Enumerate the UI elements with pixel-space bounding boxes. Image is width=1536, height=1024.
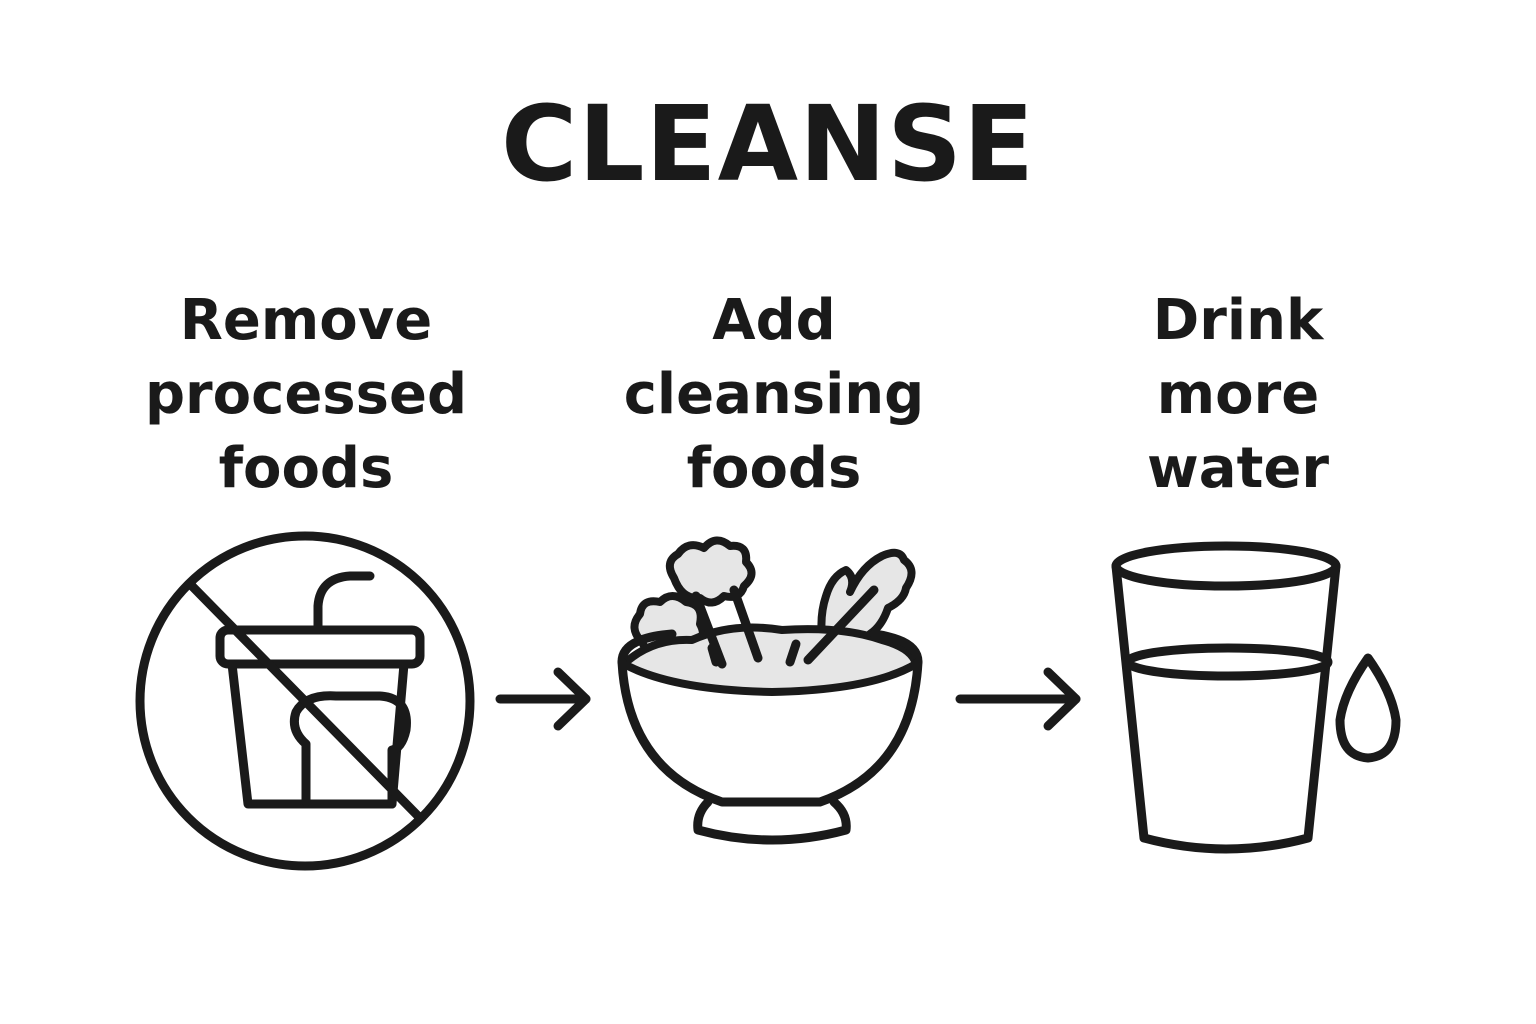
- step-3-label: Drink more water: [1028, 284, 1448, 506]
- diagram-title: CLEANSE: [500, 83, 1036, 205]
- step-3-label-line-3: water: [1147, 436, 1329, 501]
- water-glass-icon: [1111, 541, 1401, 854]
- no-processed-food-icon: [135, 531, 475, 871]
- step-2-label-line-1: Add: [712, 288, 836, 353]
- step-3-label-line-1: Drink: [1152, 288, 1324, 353]
- step-3-label-line-2: more: [1156, 362, 1320, 427]
- step-1-label-line-1: Remove: [179, 288, 433, 353]
- salad-bowl-icon: [617, 536, 923, 845]
- step-1-label-line-3: foods: [218, 436, 394, 501]
- arrow-right-icon: [495, 667, 591, 731]
- step-2-label: Add cleansing foods: [564, 284, 984, 506]
- step-2-label-line-3: foods: [686, 436, 862, 501]
- step-1-label-line-2: processed: [144, 362, 468, 427]
- step-2-label-line-2: cleansing: [623, 362, 925, 427]
- step-1-label: Remove processed foods: [96, 284, 516, 506]
- arrow-right-icon: [955, 667, 1081, 731]
